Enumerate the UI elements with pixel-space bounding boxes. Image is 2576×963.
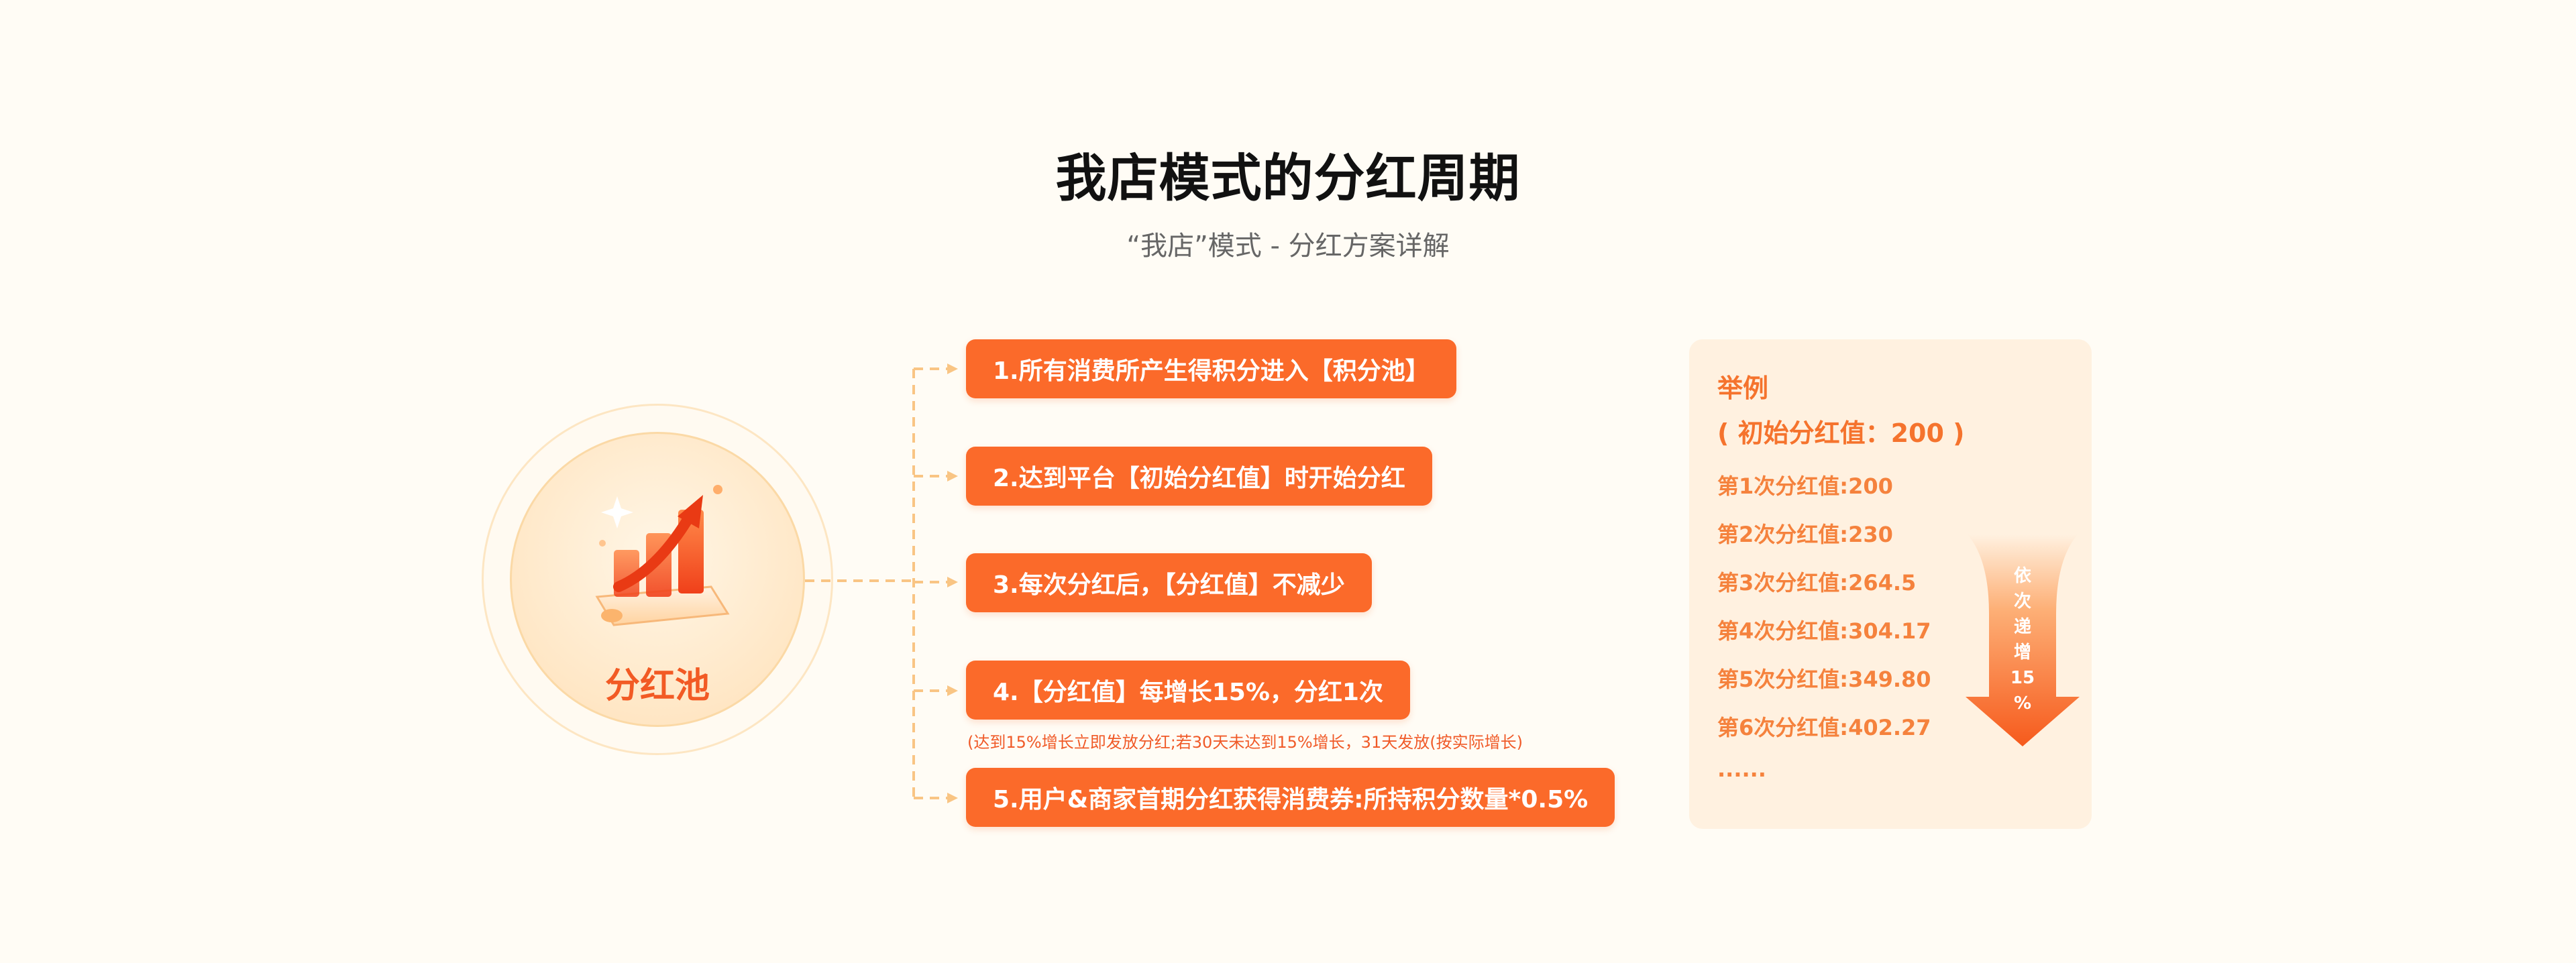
example-item: 第6次分红值:402.27	[1717, 715, 1931, 740]
example-item: 第1次分红值:200	[1717, 473, 1893, 499]
step-1: 1.所有消费所产生得积分进入【积分池】	[966, 339, 1456, 398]
arrow-char: 次	[2013, 591, 2031, 612]
example-item: 第5次分红值:349.80	[1717, 667, 1931, 692]
example-item-ellipsis: ......	[1717, 756, 1766, 782]
arrow-char: 15	[2010, 668, 2035, 688]
arrow-char: 递	[2013, 617, 2031, 637]
arrow-char: 增	[2013, 642, 2031, 663]
example-item: 第3次分红值:264.5	[1717, 570, 1917, 596]
page-subtitle: “我店”模式 - 分红方案详解	[1126, 231, 1450, 262]
increase-arrow-icon	[1966, 534, 2080, 746]
page-title: 我店模式的分红周期	[1055, 148, 1521, 208]
arrow-char: %	[2013, 693, 2032, 714]
step-4: 4.【分红值】每增长15%，分红1次	[966, 661, 1410, 720]
arrow-text: 依 次 递 增 15 %	[2002, 563, 2043, 716]
arrow-char: 依	[2013, 566, 2031, 586]
step-4-note: (达到15%增长立即发放分红;若30天未达到15%增长，31天发放(按实际增长)	[967, 733, 1523, 752]
growth-chart-icon	[595, 485, 730, 626]
example-heading: 举例	[1717, 374, 1769, 403]
step-2: 2.达到平台【初始分红值】时开始分红	[966, 447, 1432, 506]
step-3: 3.每次分红后，【分红值】不减少	[966, 553, 1372, 612]
step-5: 5.用户&商家首期分红获得消费券:所持积分数量*0.5%	[966, 768, 1615, 827]
example-initial-value: ( 初始分红值：200 )	[1717, 418, 1965, 448]
pool-label: 分红池	[604, 666, 710, 706]
example-item: 第2次分红值:230	[1717, 522, 1893, 547]
example-item: 第4次分红值:304.17	[1717, 618, 1931, 644]
